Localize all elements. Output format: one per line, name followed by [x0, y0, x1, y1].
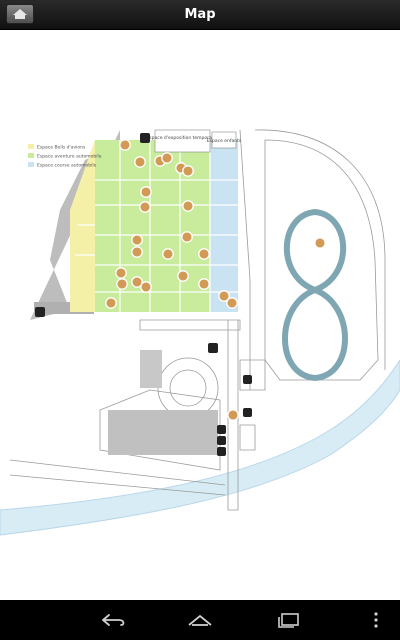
legend-label: Espace aventure automobile	[37, 154, 102, 160]
restroom-icon	[243, 408, 252, 417]
overflow-menu-icon	[374, 612, 378, 628]
page-title: Map	[184, 7, 216, 22]
map-view[interactable]: Espace d'exposition temporaire Espace en…	[0, 30, 400, 600]
map-pin[interactable]	[140, 186, 152, 198]
back-icon	[102, 614, 125, 626]
map-pin[interactable]	[182, 200, 194, 212]
map-pin[interactable]	[131, 234, 143, 246]
map-pin[interactable]	[198, 278, 210, 290]
kids-box	[211, 131, 237, 149]
map-pin[interactable]	[181, 231, 193, 243]
recent-apps-icon	[278, 613, 299, 628]
map-pin[interactable]	[140, 281, 152, 293]
zone-grid	[75, 140, 238, 312]
map-pin[interactable]	[139, 201, 151, 213]
home-nav-button[interactable]	[176, 606, 224, 634]
map-pin[interactable]	[314, 237, 326, 249]
map-pin[interactable]	[162, 248, 174, 260]
map-pin[interactable]	[177, 270, 189, 282]
map-pin[interactable]	[115, 267, 127, 279]
facility-icons	[35, 133, 252, 456]
race-track	[282, 208, 348, 382]
site-map[interactable]: Espace d'exposition temporaire Espace en…	[0, 30, 400, 600]
map-legend: Espace Bells d'avions Espace aventure au…	[28, 144, 102, 169]
map-pins[interactable]	[105, 139, 326, 421]
wheelchair-icon	[217, 425, 226, 434]
legend-label: Espace course automobile	[37, 163, 97, 169]
expo-label: Espace d'exposition temporaire	[146, 135, 217, 141]
back-button[interactable]	[90, 606, 138, 634]
roads	[9, 129, 386, 511]
zone-yellow	[70, 140, 95, 312]
zone-blue	[210, 140, 238, 312]
legend-label: Espace Bells d'avions	[37, 145, 86, 151]
info-icon	[208, 343, 218, 353]
map-pin[interactable]	[134, 156, 146, 168]
map-pin[interactable]	[131, 246, 143, 258]
zone-green	[95, 140, 210, 312]
map-pin[interactable]	[182, 165, 194, 177]
navigation-bar	[0, 600, 400, 640]
map-pin[interactable]	[227, 409, 239, 421]
kids-label: Espace enfants	[207, 138, 242, 144]
restroom-icon	[140, 133, 150, 143]
restroom-icon	[217, 447, 226, 456]
expo-box	[154, 129, 211, 153]
river	[0, 359, 400, 536]
map-pin[interactable]	[116, 278, 128, 290]
home-icon	[188, 614, 212, 626]
map-pin[interactable]	[119, 139, 131, 151]
overflow-menu-button[interactable]	[364, 606, 388, 634]
parking-icon	[217, 436, 226, 445]
map-pin[interactable]	[131, 276, 143, 288]
restroom-icon	[243, 375, 252, 384]
map-pin[interactable]	[105, 297, 117, 309]
map-pin[interactable]	[161, 152, 173, 164]
map-pin[interactable]	[218, 290, 230, 302]
map-pin[interactable]	[198, 248, 210, 260]
action-bar: Map	[0, 0, 400, 30]
recent-apps-button[interactable]	[264, 606, 312, 634]
home-icon	[13, 9, 27, 19]
up-home-button[interactable]	[6, 4, 34, 24]
restroom-icon	[35, 307, 45, 317]
map-pin[interactable]	[226, 297, 238, 309]
